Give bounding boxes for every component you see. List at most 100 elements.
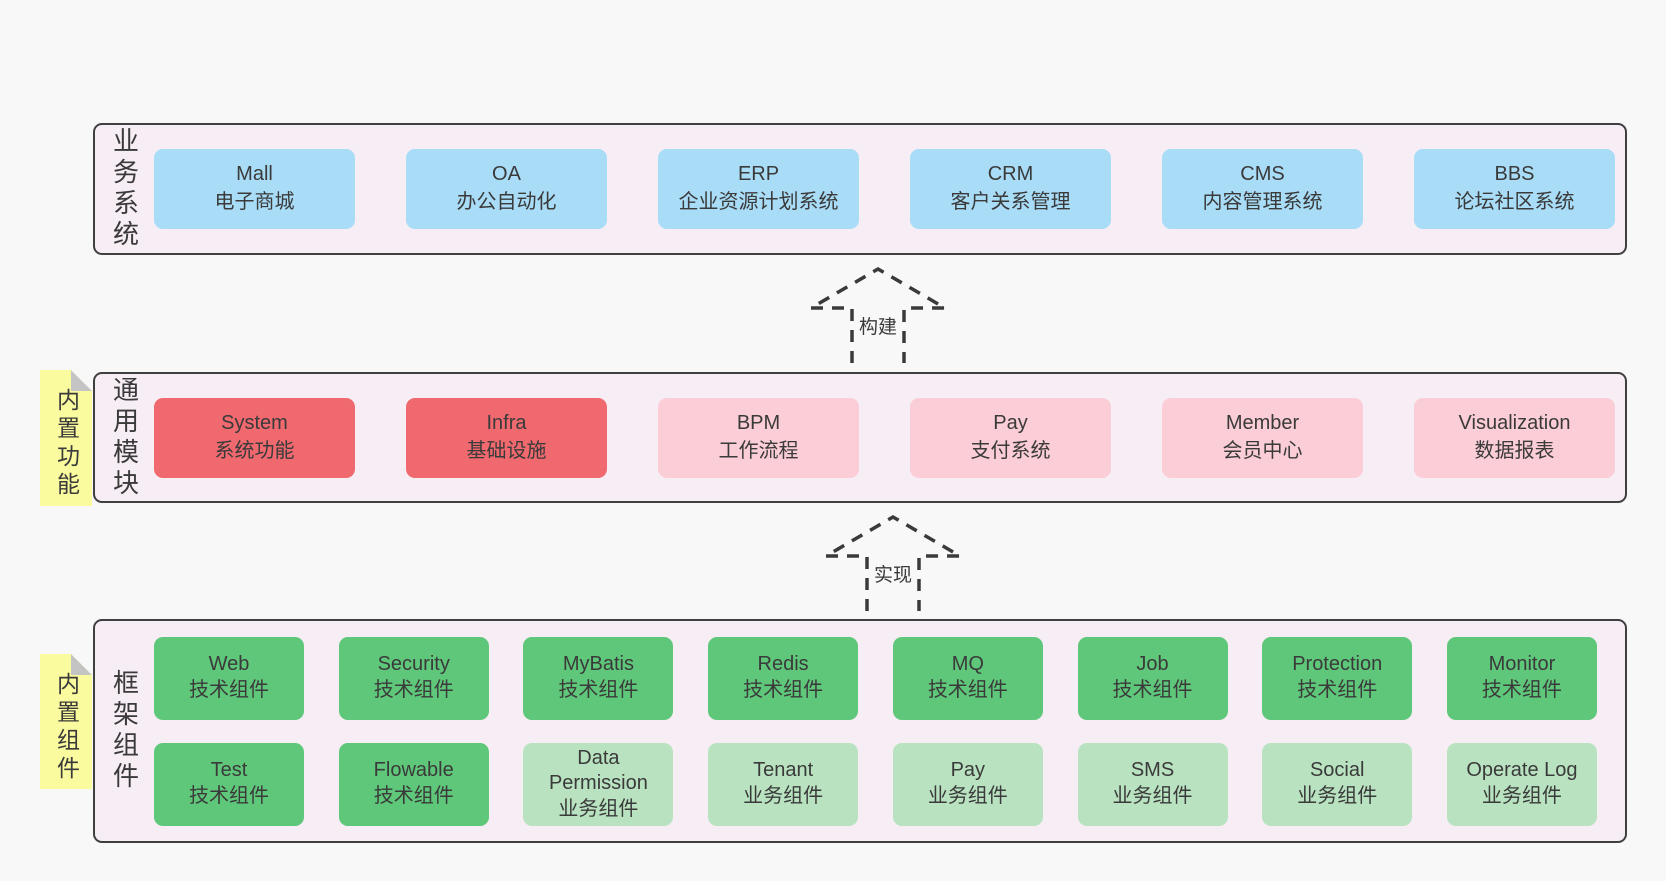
module-name: Pay	[993, 411, 1028, 434]
module-subtitle: 技术组件	[189, 679, 269, 701]
module-subtitle: 系统功能	[214, 439, 295, 462]
module-box-crm: CRM 客户关系管理	[910, 149, 1111, 229]
module-name: Redis	[757, 653, 809, 676]
module-subtitle: 支付系统	[970, 439, 1051, 462]
module-box-visualization: Visualization 数据报表	[1414, 397, 1615, 478]
module-name: SMS	[1130, 759, 1175, 782]
module-box-flowable: Flowable 技术组件	[338, 742, 489, 826]
module-subtitle: 内容管理系统	[1202, 191, 1323, 213]
module-box-infra: Infra 基础设施	[406, 397, 607, 478]
module-box-redis: Redis 技术组件	[708, 636, 859, 720]
module-name: Test	[210, 759, 248, 782]
module-name: OA	[492, 163, 521, 186]
module-name: Visualization	[1458, 411, 1571, 434]
module-name: Operate Log	[1466, 759, 1578, 782]
module-box-security: Security 技术组件	[338, 636, 489, 720]
module-subtitle: 业务组件	[743, 785, 824, 807]
module-box-test: Test 技术组件	[154, 742, 304, 826]
sticky-note-text: 内置组件	[53, 672, 80, 784]
module-box-member: Member 会员中心	[1162, 397, 1363, 478]
module-name: Member	[1225, 411, 1300, 434]
module-name: Infra	[486, 411, 527, 434]
module-box-cms: CMS 内容管理系统	[1162, 149, 1363, 229]
layer-label: 业务系统	[95, 125, 154, 253]
module-name: Tenant	[753, 759, 814, 782]
module-subtitle: 技术组件	[373, 679, 454, 701]
dashed-up-arrow-icon	[823, 514, 963, 611]
layer-label-text: 通用模块	[109, 375, 140, 500]
arrow-label: 构建	[855, 311, 901, 340]
module-name: System	[221, 411, 288, 434]
folded-corner-icon	[71, 370, 92, 391]
module-box-web: Web 技术组件	[154, 636, 304, 720]
module-subtitle: 企业资源计划系统	[678, 191, 839, 213]
module-box-operate-log: Operate Log 业务组件	[1446, 742, 1597, 826]
module-subtitle: 基础设施	[466, 439, 547, 462]
module-name: Web	[208, 653, 250, 676]
module-name: Flowable	[373, 759, 454, 782]
layer-label-text: 框架组件	[109, 669, 140, 793]
module-name: Security	[377, 653, 450, 676]
module-subtitle: 业务组件	[558, 797, 639, 820]
module-name: CMS	[1240, 163, 1285, 186]
module-name: Monitor	[1488, 653, 1556, 676]
module-box-tenant: Tenant 业务组件	[708, 742, 859, 826]
module-subtitle: 会员中心	[1222, 439, 1303, 462]
dashed-up-arrow-icon	[808, 266, 948, 363]
module-subtitle: 技术组件	[927, 679, 1008, 701]
module-name: BBS	[1494, 163, 1535, 186]
module-box-mybatis: MyBatis 技术组件	[523, 636, 674, 720]
module-box-sms: SMS 业务组件	[1077, 742, 1228, 826]
module-name: BPM	[736, 411, 781, 434]
module-name: Pay	[950, 759, 986, 782]
module-subtitle: 数据报表	[1474, 439, 1555, 462]
module-box-social: Social 业务组件	[1262, 742, 1413, 826]
module-subtitle: 电子商城	[214, 191, 295, 213]
module-subtitle: 业务组件	[1112, 785, 1193, 807]
module-subtitle: 技术组件	[558, 679, 639, 701]
module-name: Protection	[1292, 653, 1383, 676]
module-subtitle: 技术组件	[1297, 679, 1378, 701]
module-subtitle: 技术组件	[1112, 679, 1193, 701]
up-arrow-implement: 实现	[823, 514, 963, 611]
sticky-note-builtin-components: 内置组件	[40, 654, 92, 789]
layer-label: 通用模块	[95, 374, 154, 501]
module-name: MyBatis	[562, 653, 634, 676]
module-name: CRM	[987, 163, 1034, 186]
sticky-note-text: 内置功能	[53, 388, 80, 500]
module-subtitle: 业务组件	[1481, 785, 1562, 807]
module-box-monitor: Monitor 技术组件	[1446, 636, 1597, 720]
module-subtitle: 技术组件	[189, 785, 269, 807]
module-name: Mall	[236, 163, 273, 186]
module-subtitle: 业务组件	[1297, 785, 1378, 807]
layer-label-text: 业务系统	[109, 127, 140, 251]
layer-label: 框架组件	[95, 621, 154, 841]
module-name: Social	[1309, 759, 1365, 782]
module-box-mall: Mall 电子商城	[154, 149, 355, 229]
module-box-system: System 系统功能	[154, 397, 355, 478]
module-box-protection: Protection 技术组件	[1262, 636, 1413, 720]
module-subtitle: 业务组件	[927, 785, 1008, 807]
module-subtitle: 技术组件	[1481, 679, 1562, 701]
module-box-pay: Pay 业务组件	[892, 742, 1043, 826]
up-arrow-build: 构建	[808, 266, 948, 363]
module-subtitle: 技术组件	[743, 679, 824, 701]
module-subtitle: 技术组件	[373, 785, 454, 807]
module-subtitle: 客户关系管理	[950, 191, 1071, 213]
module-box-pay: Pay 支付系统	[910, 397, 1111, 478]
module-subtitle: 论坛社区系统	[1454, 191, 1575, 213]
module-subtitle: 办公自动化	[456, 191, 557, 213]
